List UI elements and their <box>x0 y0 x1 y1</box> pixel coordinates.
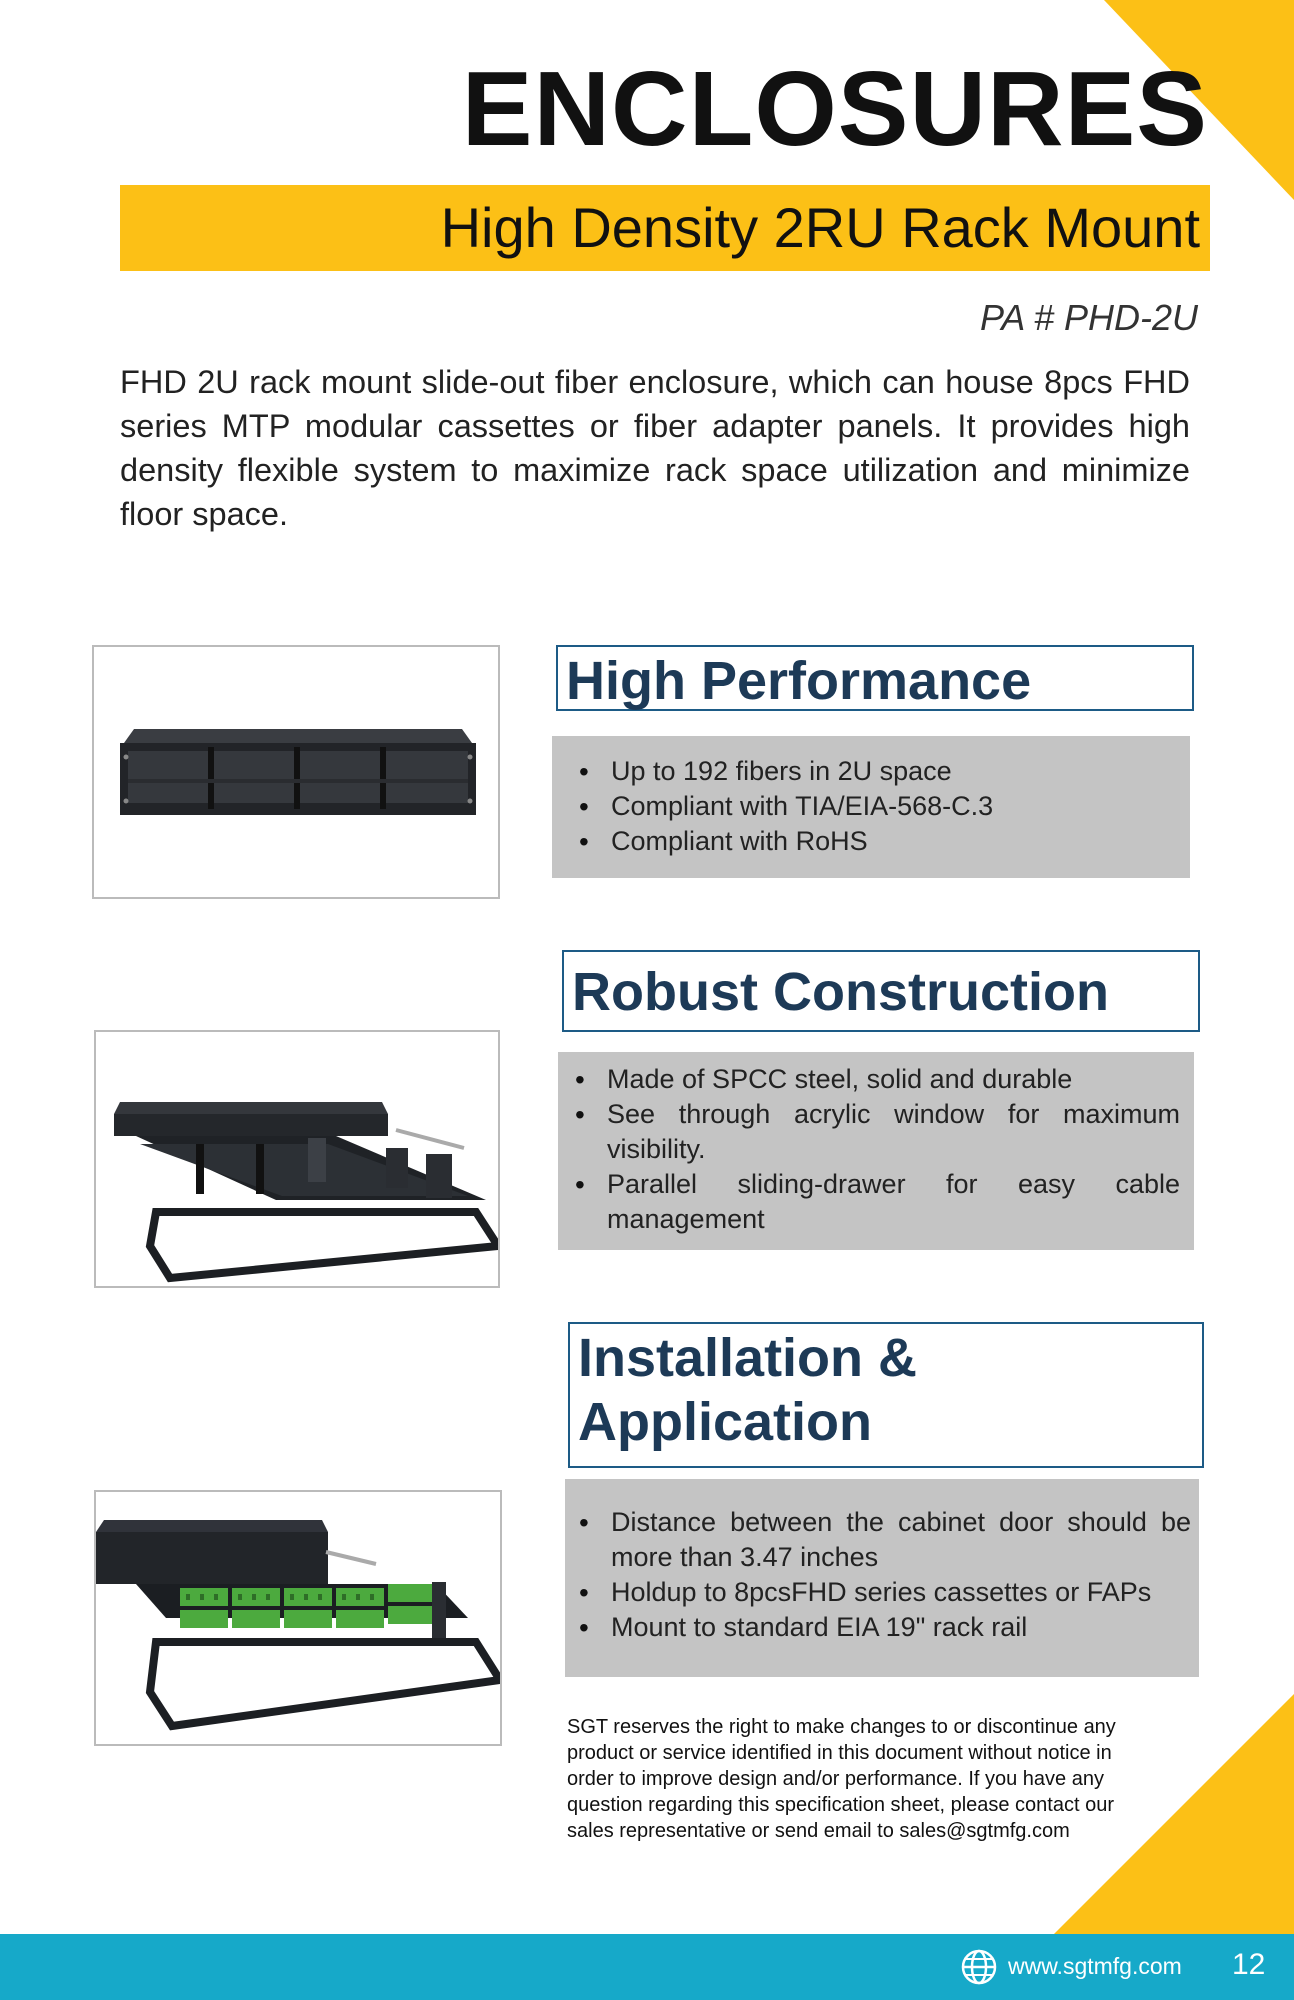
list-item: Parallel sliding-drawer for easy cable m… <box>575 1167 1180 1237</box>
section-heading-robust-construction: Robust Construction <box>562 950 1200 1032</box>
list-item: Up to 192 fibers in 2U space <box>579 754 1170 789</box>
product-image-enclosure-front <box>92 645 500 899</box>
page-title: ENCLOSURES <box>461 50 1208 168</box>
section-heading-text: Installation & Application <box>578 1328 918 1452</box>
page-subtitle: High Density 2RU Rack Mount <box>440 196 1200 259</box>
section-heading-text: High Performance <box>566 651 1032 711</box>
globe-icon <box>961 1949 997 1985</box>
feature-list-robust-construction: Made of SPCC steel, solid and durable Se… <box>558 1052 1194 1250</box>
product-image-sliding-drawer <box>94 1030 500 1288</box>
section-heading-text: Robust Construction <box>572 962 1109 1022</box>
list-item: See through acrylic window for maximum v… <box>575 1097 1180 1167</box>
product-image-loaded-cassettes <box>94 1490 502 1746</box>
page-number: 12 <box>1232 1948 1266 1981</box>
section-heading-high-performance: High Performance <box>556 645 1194 711</box>
feature-list-installation-application: Distance between the cabinet door should… <box>565 1479 1199 1677</box>
list-item: Compliant with TIA/EIA-568-C.3 <box>579 789 1170 824</box>
disclaimer-text: SGT reserves the right to make changes t… <box>567 1716 1116 1842</box>
section-heading-installation-application: Installation & Application <box>568 1322 1204 1468</box>
website-link[interactable]: www.sgtmfg.com <box>1008 1953 1182 1979</box>
intro-paragraph: FHD 2U rack mount slide-out fiber enclos… <box>120 364 1190 532</box>
subtitle-bar: High Density 2RU Rack Mount <box>120 185 1210 271</box>
list-item: Mount to standard EIA 19" rack rail <box>579 1610 1191 1645</box>
list-item: Distance between the cabinet door should… <box>579 1505 1191 1575</box>
part-number: PA # PHD-2U <box>979 297 1198 338</box>
list-item: Holdup to 8pcsFHD series cassettes or FA… <box>579 1575 1191 1610</box>
corner-triangle-bottom <box>1054 1694 1294 1934</box>
list-item: Made of SPCC steel, solid and durable <box>575 1062 1180 1097</box>
list-item: Compliant with RoHS <box>579 824 1170 859</box>
corner-triangle-top <box>1104 0 1294 200</box>
feature-list-high-performance: Up to 192 fibers in 2U space Compliant w… <box>552 736 1190 878</box>
footer-bar: www.sgtmfg.com 12 <box>0 1934 1294 2000</box>
